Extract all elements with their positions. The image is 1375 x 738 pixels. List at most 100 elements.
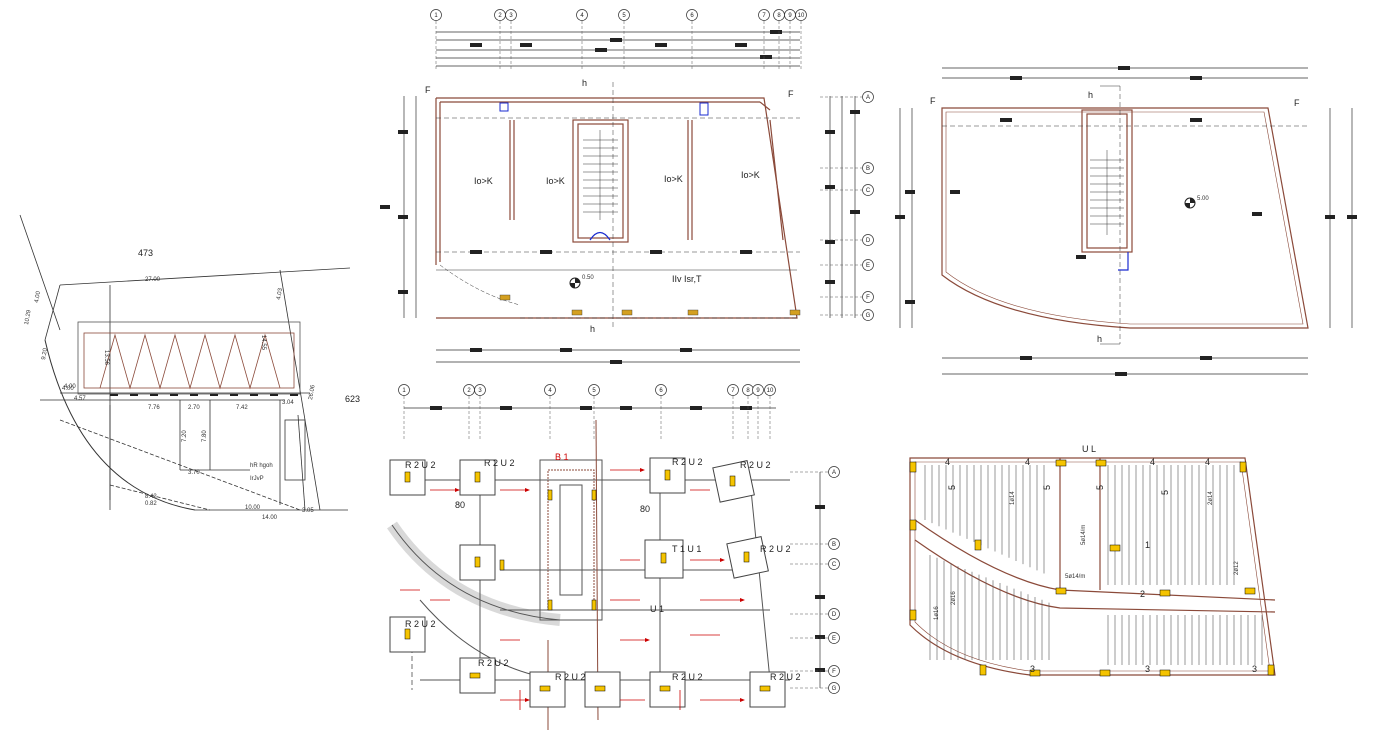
section-mark-bottom: h [1097, 334, 1102, 344]
fd-grid-col-label: 6 [659, 388, 663, 394]
fd-grid-row-bubble [828, 608, 840, 620]
gf-grid-col-label: 8 [777, 13, 781, 19]
dim-label: 7.20 [182, 430, 188, 442]
fd-grid-col-label: 3 [478, 388, 482, 394]
foundation-plan [387, 406, 825, 730]
slab-mark: 3 [1030, 664, 1035, 674]
gf-grid-row-label: A [866, 95, 870, 101]
building-note: hR hgoh [250, 463, 273, 469]
first-floor-labels: 5.00 h h F F [930, 90, 1300, 344]
slab-plan [909, 457, 1276, 677]
slab-mark: 1 [1145, 540, 1150, 550]
section-mark-f-right: F [788, 89, 794, 99]
dim-label: 3.05 [302, 508, 314, 514]
fd-grid-row-bubble [828, 632, 840, 644]
fd-grid-col-label: 10 [767, 388, 774, 394]
dim-label: 7.42 [236, 405, 248, 411]
footing-tag: R 2 U 2 [740, 460, 771, 470]
fd-grid-col-bubble [398, 384, 410, 396]
dim-label: 14.00 [262, 515, 278, 521]
fd-grid-col-label: 2 [467, 388, 471, 394]
foundation-labels: R 2 U 2 R 2 U 2 R 2 U 2 R 2 U 2 R 2 U 2 … [405, 452, 801, 682]
gf-grid-col-label: 6 [690, 13, 694, 19]
gf-grid-row-bubble [862, 291, 874, 303]
room-label: Io>K [474, 176, 493, 186]
fd-grid-col-bubble [544, 384, 556, 396]
slab-mark: 3 [1145, 664, 1150, 674]
footing-tag: R 2 U 2 [405, 619, 436, 629]
rebar-label: 2ø16 [951, 591, 957, 605]
footing-tag: R 2 U 2 [770, 672, 801, 682]
fd-grid-row-label: F [832, 669, 836, 675]
site-plan [19, 214, 351, 511]
fd-grid-col-label: 7 [731, 388, 735, 394]
dim-label: 3.04 [282, 400, 294, 406]
dim-label: 14.55 [260, 335, 266, 351]
gf-grid-col-label: 2 [498, 13, 502, 19]
dim-label: 27.00 [145, 277, 161, 283]
ground-floor-plan [380, 30, 860, 364]
gf-grid-col-label: 5 [622, 13, 626, 19]
gf-grid-row-label: E [866, 263, 870, 269]
building-note: IrJvP [250, 476, 264, 482]
dim-label: 2.70 [188, 405, 200, 411]
fd-grid-row-bubble [828, 466, 840, 478]
fd-grid-row-label: A [832, 470, 836, 476]
gf-grid-col-bubble [430, 9, 442, 21]
dim-label: 10.29 [24, 309, 33, 325]
dim-label: 0.82 [145, 501, 157, 507]
gf-grid-col-label: 3 [509, 13, 513, 19]
gf-grid-row-label: D [866, 238, 871, 244]
gf-grid-col-bubble [505, 9, 517, 21]
fd-grid-col-label: 5 [592, 388, 596, 394]
area-label: IIv Isr,T [672, 274, 702, 284]
level-label: 5.00 [1197, 196, 1209, 202]
slab-mark: 5 [1095, 485, 1105, 490]
dim-label: 26.06 [308, 384, 317, 400]
slab-mark: 5 [1160, 490, 1170, 495]
beam-tag: U 1 [650, 604, 664, 614]
dim-label: 9.20 [41, 347, 49, 360]
fd-grid-col-label: 1 [402, 388, 406, 394]
rebar-label: 1ø14 [1010, 491, 1016, 505]
room-label: Io>K [664, 174, 683, 184]
footing-tag: R 2 U 2 [760, 544, 791, 554]
room-label: Io>K [546, 176, 565, 186]
slab-labels: U L 4 4 4 4 1 2 3 3 3 5 5 5 5 1ø14 2ø14 … [934, 444, 1257, 674]
rebar-label: 1ø16 [934, 606, 940, 620]
dim-label: 13.56 [103, 350, 109, 366]
gf-grid-row-label: C [866, 188, 871, 194]
gf-grid-row-bubble [862, 234, 874, 246]
gf-grid-row-label: F [866, 295, 870, 301]
slab-top-label: U L [1082, 444, 1096, 454]
rebar-label: 5ø14/m [1065, 574, 1085, 580]
gf-grid-col-bubble [795, 9, 807, 21]
footing-tag: R 2 U 2 [478, 658, 509, 668]
footing-tag: R 2 U 2 [405, 460, 436, 470]
gf-grid-col-label: 10 [798, 13, 805, 19]
dim-label: 4.57 [74, 396, 86, 402]
dim-label: 4.00 [62, 386, 74, 392]
plot-number: 473 [138, 248, 153, 258]
slab-mark: 2 [1140, 589, 1145, 599]
gf-grid-col-label: 7 [762, 13, 766, 19]
fd-grid-col-label: 8 [746, 388, 750, 394]
fd-grid-col-bubble [474, 384, 486, 396]
fd-grid-col-bubble [588, 384, 600, 396]
dim-label: 4.00 [34, 290, 42, 303]
section-mark-top: h [582, 78, 587, 88]
dim-label: 7.76 [148, 405, 160, 411]
fd-grid-row-bubble [828, 558, 840, 570]
rebar-label: 2ø12 [1234, 561, 1240, 575]
neighbor-number: 623 [345, 394, 360, 404]
fd-grid-row-bubble [828, 538, 840, 550]
gf-grid-col-bubble [686, 9, 698, 21]
slab-mark: 4 [1025, 457, 1030, 467]
gf-grid-col-label: 9 [788, 13, 792, 19]
slab-mark: 5 [947, 485, 957, 490]
dim-label: 7.80 [202, 430, 208, 442]
rebar-label: 2ø14 [1208, 491, 1214, 505]
